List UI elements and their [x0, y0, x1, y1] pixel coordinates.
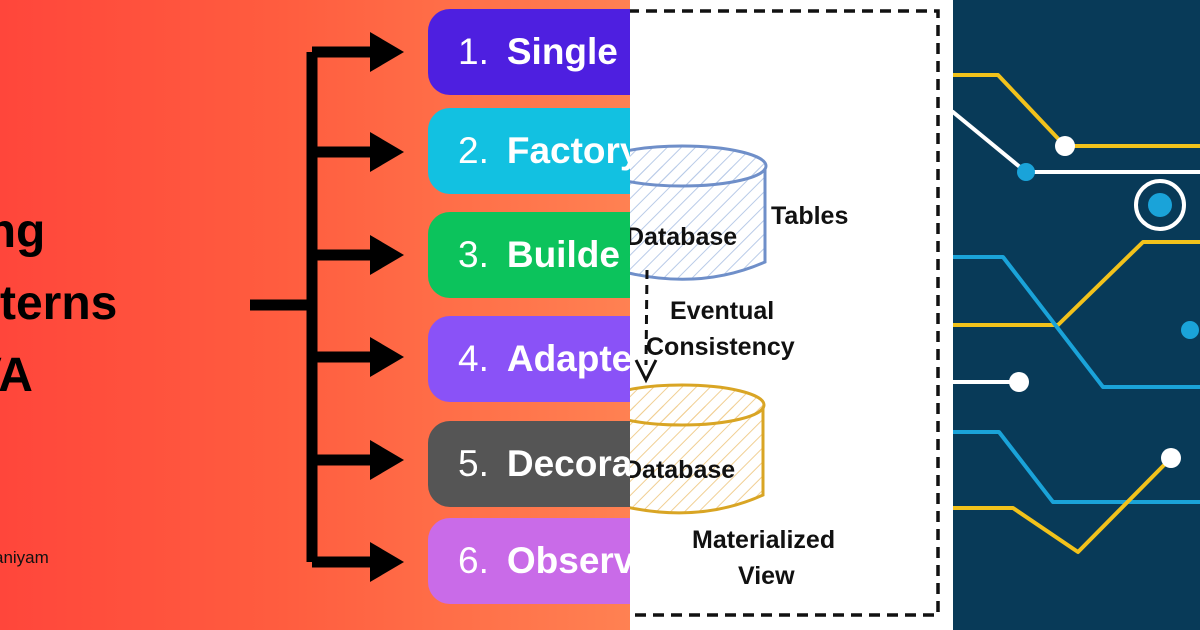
- trace-yellow-3: [953, 456, 1173, 554]
- pattern-item-factory: 2. Factory: [428, 108, 630, 194]
- arrowhead-3: [370, 235, 404, 275]
- trace-yellow-2: [953, 240, 1200, 327]
- target-ring: [1134, 179, 1186, 231]
- trace-yellow-1: [953, 73, 1200, 148]
- pattern-number: 4.: [458, 338, 489, 379]
- pattern-label: Observ: [506, 540, 630, 581]
- node-blue-2: [1181, 321, 1199, 339]
- node-white-3: [1161, 448, 1181, 468]
- eventual-label: Eventual: [670, 297, 775, 325]
- node-white-1: [1055, 136, 1075, 156]
- circuit-board-art: [953, 0, 1200, 630]
- materialized-view-database-cylinder: [630, 383, 766, 515]
- arrowhead-6: [370, 542, 404, 582]
- pattern-label: Adapte: [506, 338, 630, 379]
- arrowhead-4: [370, 337, 404, 377]
- tables-database-cylinder: [630, 144, 768, 281]
- node-white-2: [1009, 372, 1029, 392]
- diagram-border: [630, 9, 940, 617]
- heading-line-2: -patterns: [0, 277, 118, 330]
- heading-line-1: tering: [0, 205, 46, 258]
- pattern-number: 6.: [458, 540, 489, 581]
- pattern-label: Builde: [506, 234, 620, 275]
- top-database-label: Database: [630, 223, 738, 251]
- pattern-item-builder: 3. Builde: [428, 212, 630, 298]
- pattern-item-adapter: 4. Adapte: [428, 316, 630, 402]
- eventual-consistency-connector: [634, 269, 658, 384]
- arrowhead-1: [370, 32, 404, 72]
- pattern-item-observer: 6. Observ: [428, 518, 630, 604]
- circuit-traces: [953, 73, 1200, 554]
- branch-arrows: [250, 32, 404, 582]
- heading-line-3: JAVA: [0, 349, 33, 402]
- pattern-label: Factory: [506, 130, 630, 171]
- pattern-number: 1.: [458, 31, 489, 72]
- heading: tering -patterns JAVA: [0, 196, 117, 412]
- materialized-label: Materialized: [692, 526, 836, 554]
- pattern-number: 3.: [458, 234, 489, 275]
- design-patterns-panel: tering -patterns JAVA aniyam 1. Single 2: [0, 0, 630, 630]
- pattern-item-decorator: 5. Decora: [428, 421, 630, 507]
- view-label: View: [738, 562, 795, 590]
- arrowhead-2: [370, 132, 404, 172]
- pattern-label: Decora: [506, 443, 630, 484]
- pattern-item-singleton: 1. Single: [428, 9, 630, 95]
- target-center: [1148, 193, 1172, 217]
- trace-blue-1: [953, 255, 1200, 389]
- bottom-database-label: Database: [630, 456, 736, 484]
- materialized-view-diagram: Database Tables Eventual Consistency Dat…: [630, 0, 953, 630]
- consistency-label: Consistency: [646, 333, 795, 361]
- pattern-label: Single: [506, 31, 618, 72]
- pattern-number: 2.: [458, 130, 489, 171]
- diagram-graphics: [630, 9, 940, 617]
- author-name: aniyam: [0, 548, 49, 567]
- arrowhead-5: [370, 440, 404, 480]
- pattern-number: 5.: [458, 443, 489, 484]
- node-blue-1: [1017, 163, 1035, 181]
- tables-label: Tables: [771, 202, 849, 230]
- trace-white-1: [953, 110, 1200, 174]
